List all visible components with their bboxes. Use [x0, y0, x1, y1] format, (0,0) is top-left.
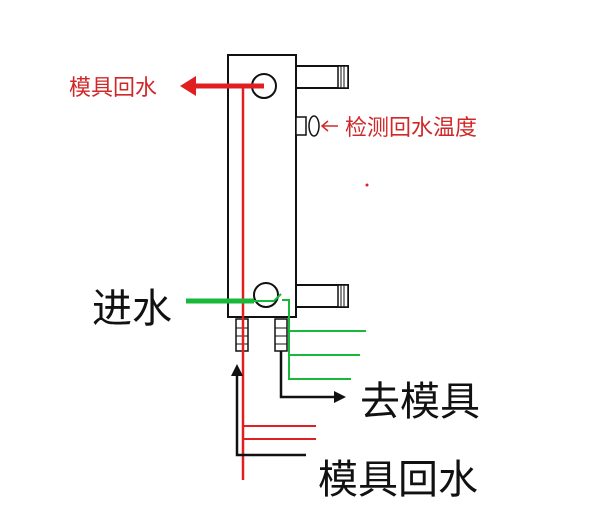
bottom-port: [253, 282, 279, 308]
green-feed-1: [282, 299, 366, 332]
label-water-in: 进水: [92, 286, 172, 332]
label-detect-temp: 检测回水温度: [345, 116, 477, 141]
label-to-mold: 去模具: [360, 379, 480, 425]
top-outlet-pipe: [295, 65, 349, 89]
return-arrow-top: [180, 76, 264, 96]
stray-dot: [365, 183, 369, 187]
label-return-bottom: 模具回水: [318, 457, 478, 503]
label-return-top: 模具回水: [69, 76, 157, 101]
temperature-sensor: [295, 115, 320, 137]
green-feed-3: [288, 355, 351, 380]
bottom-outlet-pipe: [295, 284, 349, 308]
bottom-fitting-right: [274, 318, 288, 352]
to-mold-arrow: [279, 351, 346, 403]
detect-temp-arrow: [320, 120, 338, 132]
inflow-arrow: [186, 293, 282, 304]
mold-return-arrow: [231, 364, 306, 457]
green-feed-2: [288, 331, 360, 356]
